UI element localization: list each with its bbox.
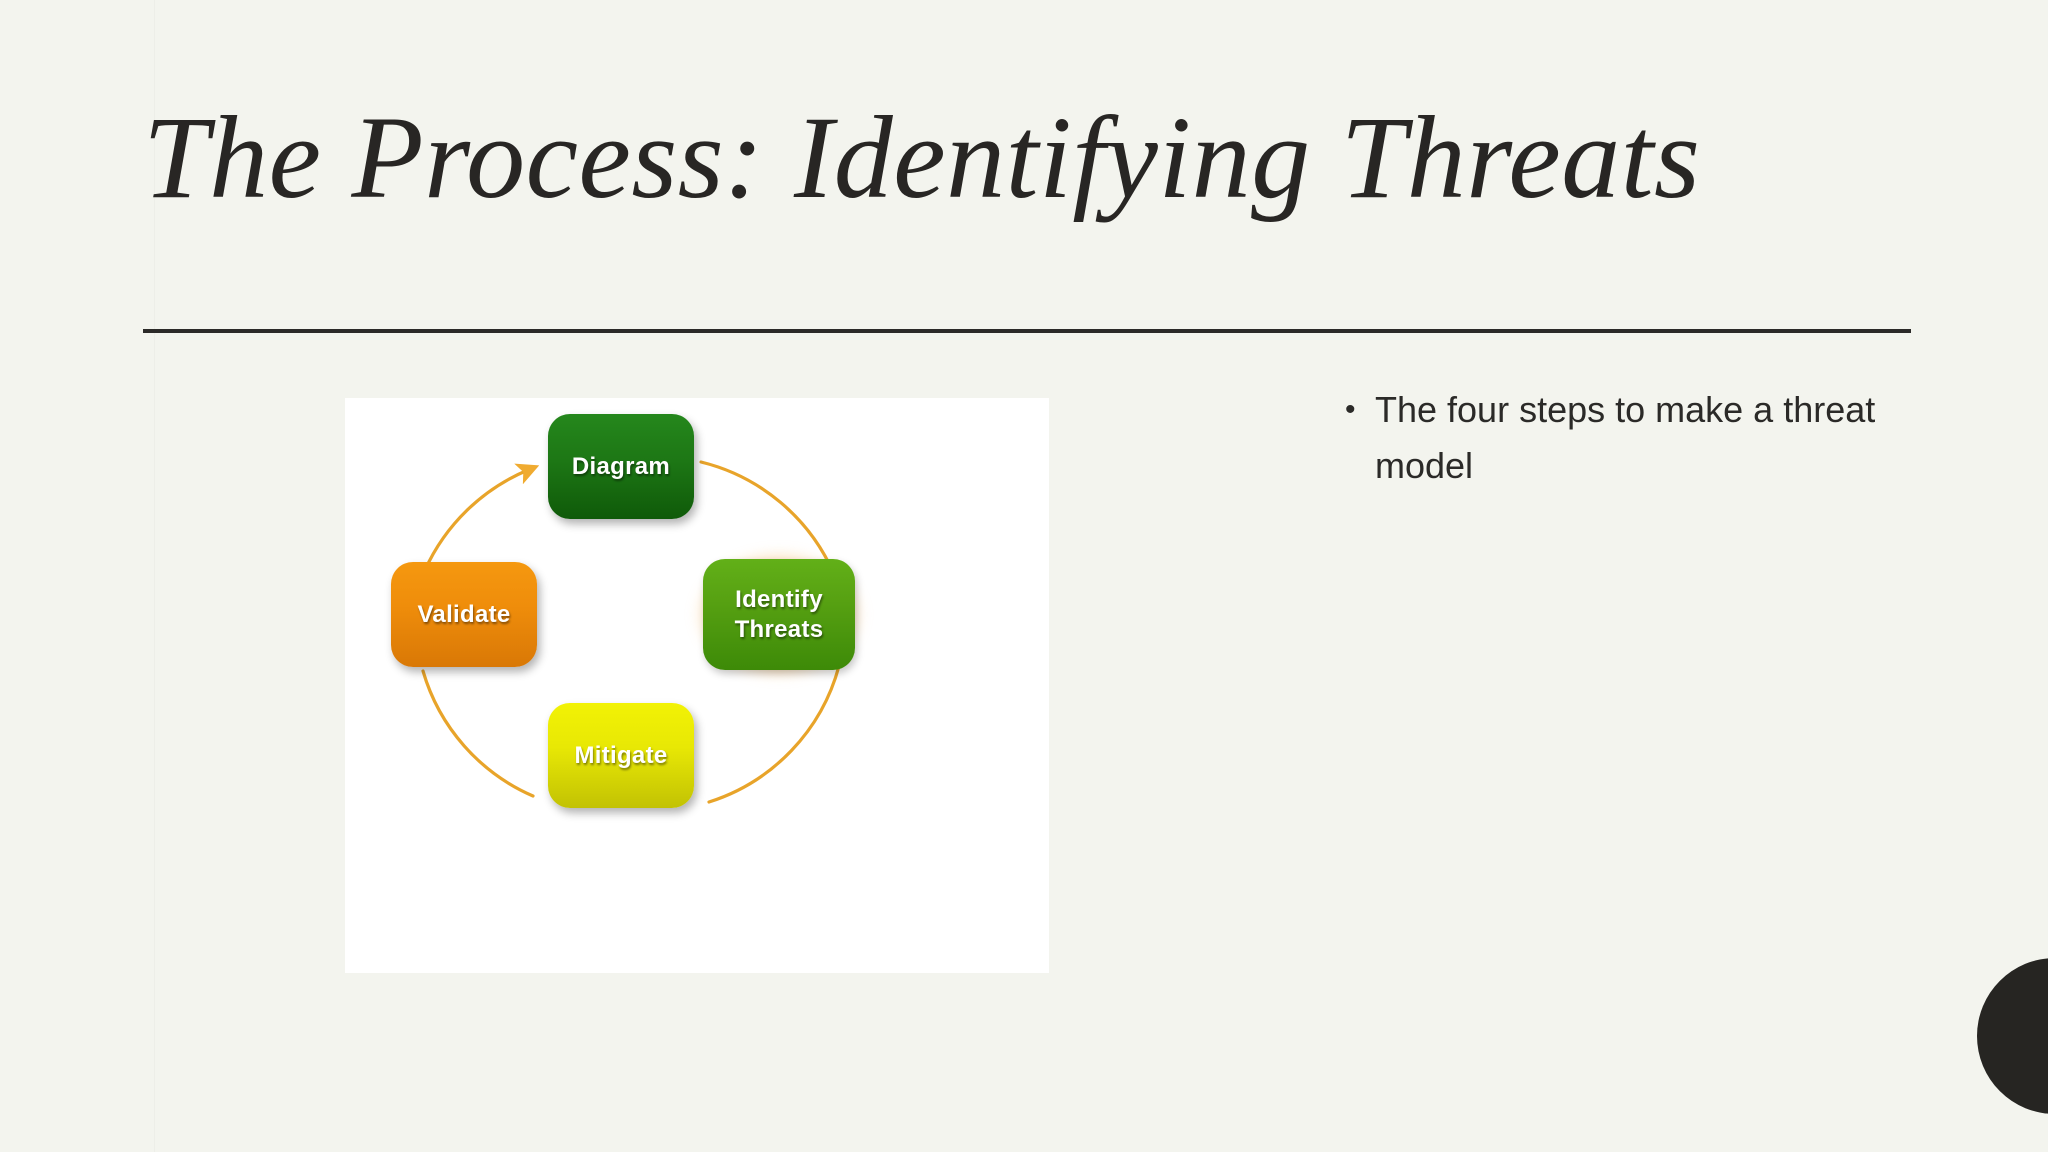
corner-decoration-circle xyxy=(1977,958,2048,1114)
title-divider-rule xyxy=(143,329,1911,333)
cycle-node-mitigate-label: Mitigate xyxy=(574,741,668,769)
cycle-node-validate-label: Validate xyxy=(417,600,511,628)
bullet-text: The four steps to make a threat model xyxy=(1375,389,1876,486)
cycle-node-validate[interactable]: Validate xyxy=(391,562,537,667)
cycle-node-mitigate[interactable]: Mitigate xyxy=(548,703,694,808)
list-item: • The four steps to make a threat model xyxy=(1345,382,1935,494)
bullet-marker-icon: • xyxy=(1345,393,1356,426)
cycle-node-diagram[interactable]: Diagram xyxy=(548,414,694,519)
page-title: The Process: Identifying Threats xyxy=(143,92,1701,223)
cycle-arrow-ring-icon xyxy=(421,460,841,804)
bullet-list: • The four steps to make a threat model xyxy=(1345,382,1935,494)
cycle-node-diagram-label: Diagram xyxy=(571,452,671,480)
